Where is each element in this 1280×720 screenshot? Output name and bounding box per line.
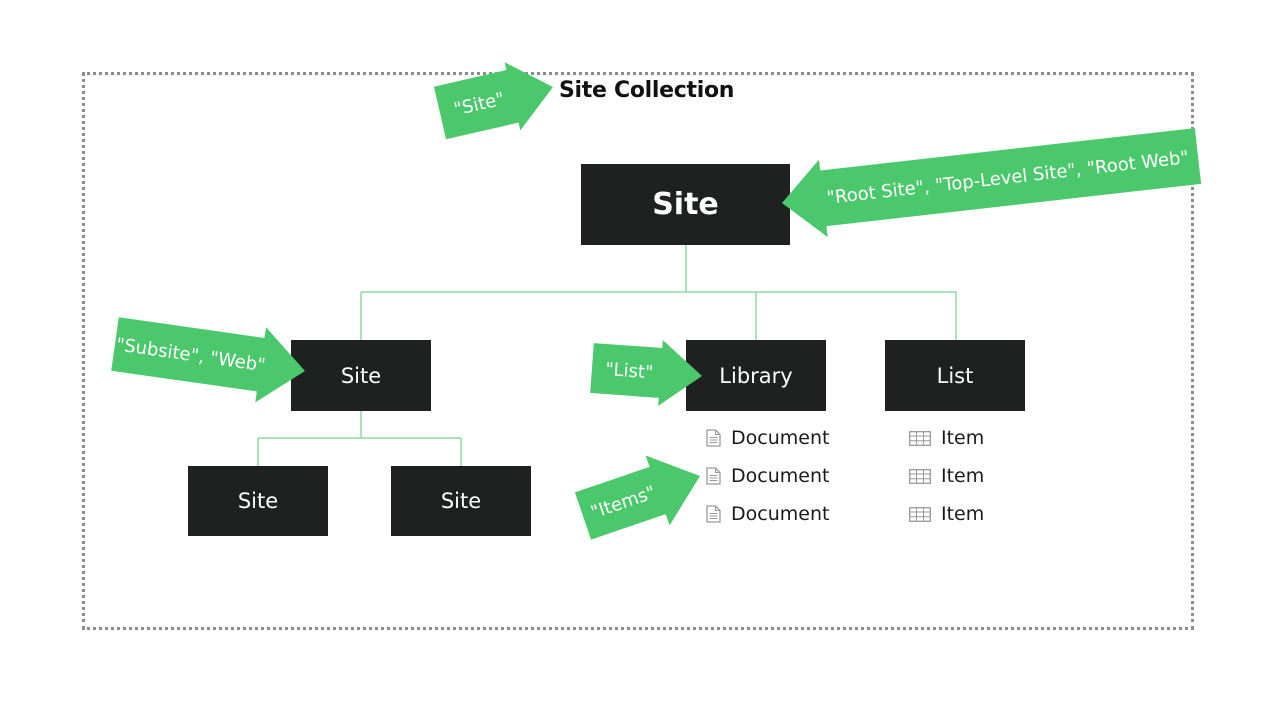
callout-arrow-shape	[111, 317, 306, 403]
table-item-icon	[909, 430, 931, 446]
library-node: Library	[686, 340, 826, 411]
list-item-row: Item	[909, 426, 984, 450]
callout-label-library: "List"	[604, 358, 654, 383]
subsite-node: Site	[291, 340, 431, 411]
document-label: Document	[731, 465, 830, 487]
document-label: Document	[731, 427, 830, 449]
root-site-node: Site	[581, 164, 790, 245]
child-site-node-1: Site	[188, 466, 328, 536]
library-document-row: Document	[706, 464, 829, 488]
callout-arrow-shape	[433, 62, 554, 140]
callout-arrow-shape	[781, 128, 1202, 238]
callout-arrow-shape	[590, 340, 703, 406]
site-collection-title: Site Collection	[559, 78, 735, 103]
site-collection-boundary	[82, 72, 1194, 630]
item-label: Item	[941, 427, 985, 449]
table-item-icon	[909, 506, 931, 522]
list-item-row: Item	[909, 464, 984, 488]
list-item-row: Item	[909, 502, 984, 526]
callout-arrow-shape	[574, 455, 701, 540]
list-node: List	[885, 340, 1025, 411]
library-document-row: Document	[706, 502, 829, 526]
document-icon	[706, 505, 721, 523]
document-icon	[706, 429, 721, 447]
item-label: Item	[941, 503, 985, 525]
item-label: Item	[941, 465, 985, 487]
child-site-node-2: Site	[391, 466, 531, 536]
library-document-row: Document	[706, 426, 829, 450]
table-item-icon	[909, 468, 931, 484]
document-label: Document	[731, 503, 830, 525]
document-icon	[706, 467, 721, 485]
